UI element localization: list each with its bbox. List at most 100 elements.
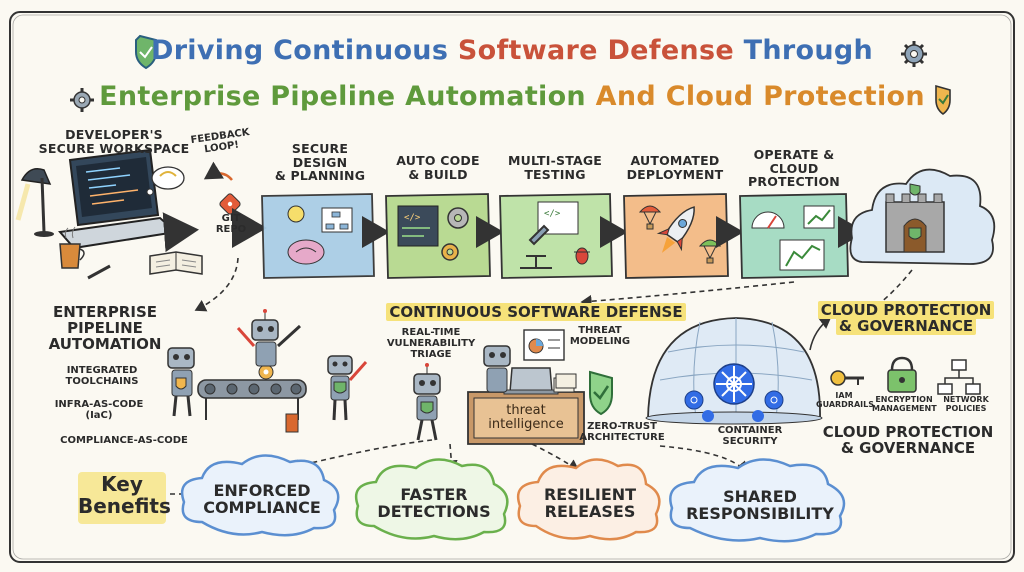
robot-icon: [413, 363, 441, 441]
governance-heading-line-1: CLOUD PROTECTION: [817, 301, 995, 319]
kubernetes-icon: [684, 390, 704, 410]
label-line: MANAGEMENT: [872, 403, 937, 413]
thought-bubble-icon: [146, 166, 185, 196]
label-line: REPO: [215, 223, 247, 235]
label-line: FASTER: [400, 485, 468, 504]
robot-icon: [327, 355, 368, 421]
label-line: CLOUD PROTECTION: [822, 423, 994, 441]
desk-icon: [467, 391, 585, 445]
automation-item-toolchains: INTEGRATED TOOLCHAINS: [42, 365, 162, 388]
git-repo-label: GIT REPO: [208, 213, 254, 236]
defense-to-compliance-connector: [288, 439, 433, 472]
label-line: REAL-TIME: [401, 327, 461, 338]
label-line: SECURE: [291, 141, 349, 156]
label-line: intelligence: [488, 417, 564, 433]
gauge-icon: [751, 211, 785, 229]
label-line: OPERATE &: [753, 147, 835, 162]
bar-chart-icon: [779, 239, 825, 271]
benefit-responsibility: SHARED RESPONSIBILITY: [680, 488, 840, 523]
label-line: CONTAINER: [717, 425, 783, 436]
git-to-automation-connector: [194, 257, 239, 312]
label-line: RESILIENT: [543, 485, 637, 504]
label-line: TRIAGE: [410, 348, 452, 360]
gear-icon: [901, 41, 927, 67]
cloud-responsibility: [669, 458, 846, 543]
label-line: ARCHITECTURE: [579, 431, 665, 443]
threat-intelligence-label: threat intelligence: [474, 403, 578, 433]
label-line: TOOLCHAINS: [65, 375, 139, 387]
stage-build-box: </>: [385, 193, 491, 279]
coffee-mug-icon: [59, 226, 85, 269]
workspace-to-git-arrow: [162, 212, 199, 253]
robot-icon: [236, 309, 302, 367]
stage-build-label: AUTO CODE & BUILD: [386, 154, 490, 181]
key-benefits-label: Key Benefits: [78, 472, 171, 518]
kubernetes-icon: [702, 410, 714, 422]
label-line: CLOUD PROTECTION: [816, 301, 996, 319]
stage-operate-box: [739, 193, 849, 279]
governance-footer: CLOUD PROTECTION & GOVERNANCE: [820, 423, 996, 457]
label-line: INFRA-AS-CODE: [54, 399, 144, 410]
label-line: & PLANNING: [274, 168, 366, 183]
label-line: INTEGRATED: [66, 365, 138, 376]
git-icon: [219, 193, 241, 215]
label-line: VULNERABILITY: [386, 337, 476, 349]
label-line: POLICIES: [945, 403, 987, 413]
laptop-icon: [58, 148, 179, 250]
cloud-releases: [516, 458, 661, 541]
label-line: DETECTIONS: [377, 502, 491, 522]
threat-model-screen-icon: [523, 329, 565, 361]
label-line: Benefits: [78, 493, 171, 518]
label-line: TESTING: [524, 166, 586, 182]
bug-icon: [574, 247, 590, 265]
code-glyph: </>: [404, 213, 421, 223]
robot-icon: [483, 345, 511, 393]
desk-lamp-icon: [15, 168, 54, 237]
robot-icon: [167, 347, 195, 417]
stage-testing-label: MULTI-STAGE TESTING: [500, 154, 610, 181]
benefit-releases: RESILIENT RELEASES: [526, 486, 654, 521]
open-book-icon: [149, 251, 203, 275]
shield-icon: [589, 370, 613, 416]
cloud-detections: [354, 458, 509, 541]
triage-label: REAL-TIME VULNERABILITY TRIAGE: [376, 327, 486, 360]
automation-item-compliance: COMPLIANCE-AS-CODE: [44, 435, 204, 447]
encryption-label: ENCRYPTION MANAGEMENT: [872, 395, 937, 413]
operate-to-defense-connector: [580, 281, 795, 308]
code-glyph: </>: [544, 209, 561, 219]
microscope-icon: [520, 224, 552, 269]
label-line: ENTERPRISE: [52, 303, 157, 321]
container-security-label: CONTAINER SECURITY: [710, 425, 790, 448]
title-line-1: Driving Continuous Software Defense Thro…: [0, 36, 1024, 65]
benefit-compliance: ENFORCED COMPLIANCE: [192, 482, 332, 517]
governance-heading: CLOUD PROTECTION & GOVERNANCE: [816, 301, 996, 336]
document-stack-icon: [553, 373, 577, 393]
kubernetes-icon: [764, 390, 784, 410]
title-part-1: Driving Continuous: [150, 35, 458, 66]
label-line: COMPLIANCE-AS-CODE: [60, 435, 188, 446]
label-line: AUTOMATION: [48, 335, 162, 354]
cloud-compliance: [180, 454, 340, 537]
oil-can-icon: [285, 413, 299, 433]
padlock-icon: [887, 356, 917, 393]
defense-heading: CONTINUOUS SOFTWARE DEFENSE: [376, 303, 696, 321]
dome-to-responsibility-connector: [659, 445, 748, 474]
shield-icon: [135, 34, 157, 70]
cloud-castle-icon: [849, 168, 996, 265]
label-line: & GOVERNANCE: [816, 317, 996, 336]
rocket-icon: [656, 206, 695, 253]
stage-deploy-box: [623, 193, 729, 279]
label-line: GIT: [221, 213, 241, 224]
automation-item-iac: INFRA-AS-CODE (IaC): [34, 399, 164, 422]
label-line: AUTO CODE: [396, 153, 480, 168]
label-line: CLOUD: [769, 160, 819, 176]
dome-to-governance-arrow: [809, 317, 832, 351]
label-line: PIPELINE: [67, 319, 143, 338]
label-line: Key: [101, 472, 143, 496]
label-line: DESIGN: [292, 154, 348, 170]
threat-modeling-label: THREAT MODELING: [560, 325, 640, 348]
label-line: ZERO-TRUST: [587, 421, 657, 432]
label-line: AUTOMATED: [630, 153, 720, 168]
